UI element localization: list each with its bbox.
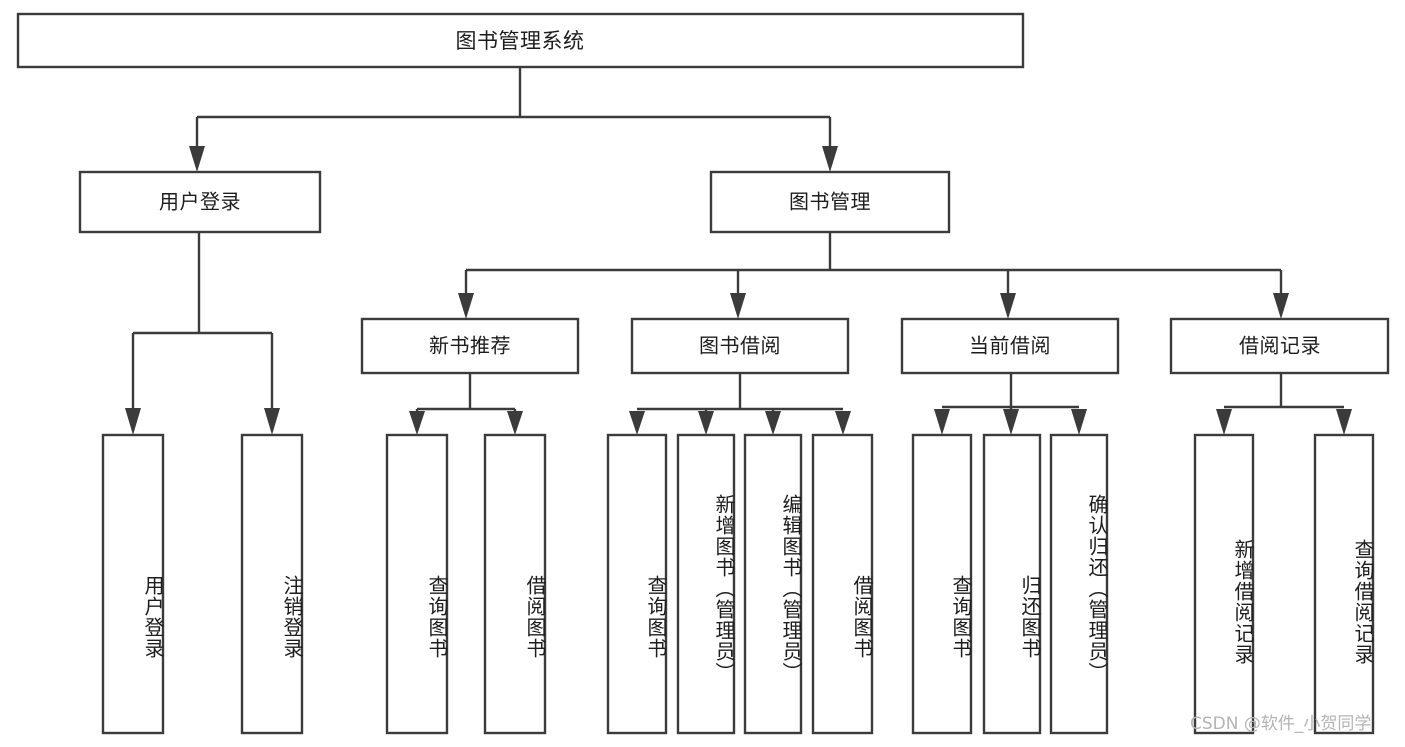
connector-group-borrow-record xyxy=(1216,373,1352,435)
arrow-head-leaf-query-book-2 xyxy=(629,411,645,435)
leaf-box-group xyxy=(101,433,1375,735)
node-new-book-recommend-label: 新书推荐 xyxy=(429,334,511,358)
leaf-box-query-book-2[interactable] xyxy=(606,433,668,735)
leaf-box-user-login[interactable] xyxy=(101,433,165,735)
node-current-borrow[interactable]: 当前借阅 xyxy=(900,317,1120,375)
leaf-box-edit-book[interactable] xyxy=(743,433,803,735)
arrow-head-new-book-recommend xyxy=(458,293,474,319)
leaf-box-add-book[interactable] xyxy=(676,433,736,735)
connector-group-new-book-recommend xyxy=(409,373,523,435)
node-current-borrow-label: 当前借阅 xyxy=(969,334,1051,358)
node-borrow-record-box[interactable] xyxy=(1169,317,1390,375)
leaf-box-confirm-return[interactable] xyxy=(1049,433,1109,735)
arrow-head-user-login xyxy=(189,146,205,172)
arrow-head-borrow-record xyxy=(1273,293,1289,319)
node-root-box[interactable] xyxy=(16,12,1025,69)
leaf-box-logout[interactable] xyxy=(240,433,304,735)
node-current-borrow-box[interactable] xyxy=(900,317,1120,375)
connector-group-book-borrow xyxy=(629,373,851,435)
arrow-head-leaf-borrow-book-1 xyxy=(507,411,523,435)
leaf-box-query-book-3[interactable] xyxy=(911,433,973,735)
arrow-head-book-manage xyxy=(822,146,838,172)
node-book-borrow-box[interactable] xyxy=(630,317,850,375)
node-borrow-record-label: 借阅记录 xyxy=(1239,334,1321,358)
node-book-manage[interactable]: 图书管理 xyxy=(709,170,951,234)
csdn-watermark: CSDN @软件_小贺同学 xyxy=(1190,714,1372,734)
connector-group-current-borrow xyxy=(934,373,1087,435)
leaf-box-borrow-book-2[interactable] xyxy=(811,433,874,735)
arrow-head-leaf-user-login xyxy=(125,408,141,435)
leaf-box-query-book-1[interactable] xyxy=(385,433,449,735)
node-user-login-box[interactable] xyxy=(78,170,322,234)
arrow-head-leaf-confirm-return xyxy=(1071,409,1087,435)
node-book-borrow[interactable]: 图书借阅 xyxy=(630,317,850,375)
node-book-borrow-label: 图书借阅 xyxy=(699,334,781,358)
arrow-head-current-borrow xyxy=(1000,293,1016,319)
node-new-book-recommend[interactable]: 新书推荐 xyxy=(360,317,580,375)
arrow-head-leaf-query-book-3 xyxy=(934,409,950,435)
node-user-login[interactable]: 用户登录 xyxy=(78,170,322,234)
connector-group-book-manage xyxy=(458,232,1289,319)
arrow-head-leaf-return-book xyxy=(1003,409,1019,435)
leaf-box-add-record[interactable] xyxy=(1193,433,1255,735)
node-book-manage-label: 图书管理 xyxy=(789,190,871,214)
arrow-head-leaf-edit-book xyxy=(765,411,781,435)
node-borrow-record[interactable]: 借阅记录 xyxy=(1169,317,1390,375)
node-root[interactable]: 图书管理系统 xyxy=(16,12,1025,69)
arrow-head-leaf-logout xyxy=(264,408,280,435)
arrow-head-leaf-borrow-book-2 xyxy=(835,411,851,435)
connector-group-user-login xyxy=(125,232,280,435)
arrow-head-leaf-query-book-1 xyxy=(409,411,425,435)
leaf-box-query-record[interactable] xyxy=(1313,433,1375,735)
connector-group-root xyxy=(189,67,838,172)
arrow-head-book-borrow xyxy=(730,293,746,319)
node-new-book-recommend-box[interactable] xyxy=(360,317,580,375)
leaf-box-return-book[interactable] xyxy=(982,433,1042,735)
leaf-box-borrow-book-1[interactable] xyxy=(483,433,547,735)
arrow-head-leaf-query-record xyxy=(1336,409,1352,435)
node-book-manage-box[interactable] xyxy=(709,170,951,234)
arrow-head-leaf-add-record xyxy=(1216,409,1232,435)
arrow-head-leaf-add-book xyxy=(698,411,714,435)
node-root-label: 图书管理系统 xyxy=(456,29,585,53)
node-user-login-label: 用户登录 xyxy=(159,190,241,214)
